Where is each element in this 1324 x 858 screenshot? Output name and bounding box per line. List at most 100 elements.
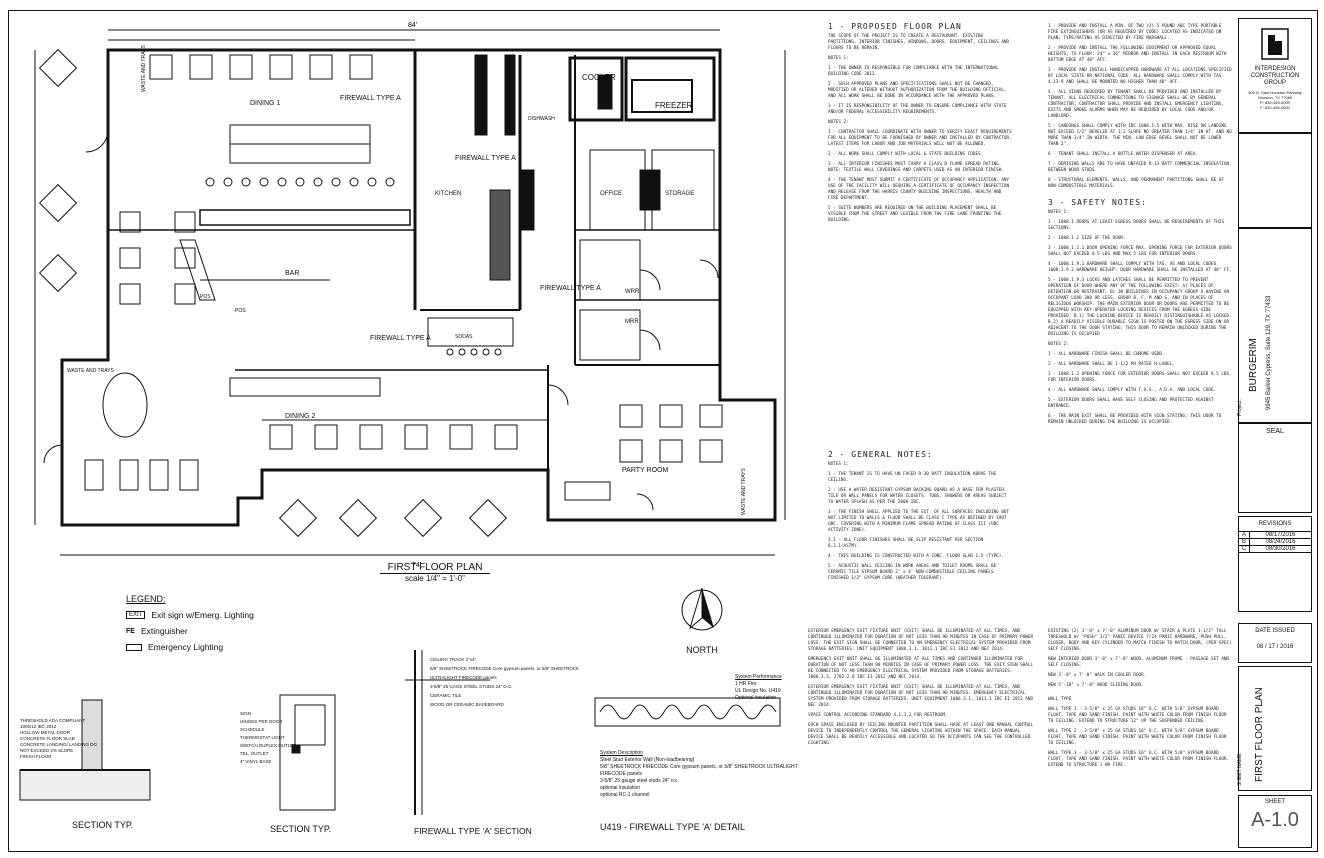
system-description: System Description Steel Stud Exterior W… xyxy=(600,750,800,799)
note: NOTES 1: xyxy=(1048,210,1069,215)
note: WALL TYPE 1 - 3-5/8" x 25 GA STUDS 16" O… xyxy=(1048,707,1227,724)
safety-notes-heading: 3 - SAFETY NOTES: xyxy=(1048,198,1147,207)
revisions-box: REVISIONS A 08/17/2016 B 08/24/2016 C 08… xyxy=(1238,516,1312,612)
proposed-floor-plan-heading: 1 - PROPOSED FLOOR PLAN xyxy=(828,22,962,31)
section-label-2: SECTION TYP. xyxy=(270,824,332,834)
firm-logo-icon xyxy=(1261,28,1289,60)
legend-text: Emergency Lighting xyxy=(148,642,224,652)
note: 5 - EXTERIOR DOORS SHALL HAVE SELF CLOSI… xyxy=(1048,398,1214,409)
fw-label: CERAMIC TILE xyxy=(430,693,462,698)
general-notes-heading: 2 - GENERAL NOTES: xyxy=(828,450,933,459)
room-office: OFFICE xyxy=(600,191,622,197)
note: 1 - 1008.1 DOORS AT LEAST EGRESS DOORS S… xyxy=(1048,220,1224,231)
sys-desc-line: Steel Stud Exterior Wall (Non-loadbearin… xyxy=(600,757,695,763)
s2-label: 4" VINYL BASE xyxy=(240,759,272,764)
project-name: BURGERIM xyxy=(1248,338,1259,392)
firewall-notes: CEILING TRACK 2"x4" 5/8" SHEETROCK FIREC… xyxy=(430,655,580,709)
note: EXISTING (2) 3'-0" x 7'-0" ALUMINUM DOOR… xyxy=(1048,629,1232,652)
note: 3 - PROVIDE AND INSTALL HANDICAPPED HARD… xyxy=(1048,68,1232,85)
room-mrr: MRR xyxy=(625,319,639,325)
note: SPACE CONTROL ACCORDING STANDARD 4.1.1.2… xyxy=(808,713,948,718)
dim-bottom: 74' xyxy=(412,562,421,569)
revision-row: C 08/30/2016 xyxy=(1239,545,1311,553)
seal-box: SEAL xyxy=(1238,423,1312,513)
revision-letter: C xyxy=(1239,546,1250,552)
emergency-light-icon xyxy=(126,643,142,651)
sheet-name-box: SHEET NAME FIRST FLOOR PLAN xyxy=(1237,666,1312,791)
firm-fax: F: 832-445-0000 xyxy=(1260,105,1290,110)
section2-notes: SIGN HINGES PER DOOR SCHEDULE THERMOSTAT… xyxy=(240,710,300,766)
note: 4 - THIS BUILDING IS CONSTRUCTED WITH A … xyxy=(828,554,1004,559)
u419-label: U419 - FIREWALL TYPE 'A' DETAIL xyxy=(600,822,745,832)
note: 2 - 1008.1.1 SIZE OF THE DOOR. xyxy=(1048,236,1126,241)
note: 4 - ALL HARDWARE SHALL COMPLY WITH T.A.S… xyxy=(1048,388,1217,393)
notes-column-1b: 2 - GENERAL NOTES: NOTES 1: 1 - THE TENA… xyxy=(828,450,1013,586)
note: 1 - CONTRACTOR SHALL COORDINATE WITH OWN… xyxy=(828,130,1012,147)
plan-scale: scale 1/4" = 1'-0" xyxy=(405,574,465,583)
note: THE SCOPE OF THE PROJECT IS TO CREATE A … xyxy=(828,34,1010,51)
firewall-label-4: FIREWALL TYPE A xyxy=(540,285,601,292)
section-label-1: SECTION TYP. xyxy=(72,820,134,830)
note: 4 - ALL SIGNS REQUIRED BY TENANT SHALL B… xyxy=(1048,90,1224,119)
note: EMERGENCY EXIT UNIT SHALL BE ILLUMINATED… xyxy=(808,657,1034,680)
note: 2 - ALL WORK SHALL COMPLY WITH LOCAL & S… xyxy=(828,152,984,157)
blank-box xyxy=(1238,133,1312,228)
note: NOTES 2: xyxy=(828,120,849,125)
revision-date: 08/30/2016 xyxy=(1265,546,1296,552)
exit-sign-icon: EXIT xyxy=(126,611,146,619)
sheet-number-box: SHEET A-1.0 xyxy=(1238,795,1312,848)
revision-date: 08/24/2016 xyxy=(1265,539,1296,545)
notes-column-2b: EXISTING (2) 3'-0" x 7'-0" ALUMINUM DOOR… xyxy=(1048,629,1233,773)
note: 5 - 1008.1.9.3 LOCKS AND LATCHES SHALL B… xyxy=(1048,278,1232,337)
note: WALL TYPE 3 - 3-5/8" x 25 GA STUDS 16" O… xyxy=(1048,751,1230,768)
firm-phone: P: 832-445-0000 xyxy=(1260,100,1290,105)
room-wrr: WRR xyxy=(625,289,640,295)
general-notes: 1 - PROPOSED FLOOR PLAN THE SCOPE OF THE… xyxy=(808,22,1232,824)
note: 2 - PROVIDE AND INSTALL THE FOLLOWING EQ… xyxy=(1048,46,1227,63)
notes-column-2: 1 - PROVIDE AND INSTALL A MIN. OF TWO (2… xyxy=(1048,24,1233,430)
note: 1 - THE TENANT IS TO HAVE UN FACED R-30 … xyxy=(828,472,997,483)
s2-label: THERMOSTAT LIGHT SWITCH DUPLEX OUTLET TE… xyxy=(240,735,296,756)
note: EXTERIOR EMERGENCY EXIT FIXTURE UNIT (EX… xyxy=(808,685,1034,708)
extinguisher-icon: FE xyxy=(126,627,135,635)
note: 1 - ALL HARDWARE FINISH SHALL BE CHROME … xyxy=(1048,352,1165,357)
firewall-label-3: FIREWALL TYPE A xyxy=(370,335,431,342)
note: 3 - IT IS RESPONSIBILITY OF THE OWNER TO… xyxy=(828,104,1007,115)
revision-row: B 08/24/2016 xyxy=(1239,538,1311,545)
project-address: 9945 Barker Cypress, Suite 129, TX 77433 xyxy=(1266,295,1272,410)
optional-insulation: Optional insulation xyxy=(735,695,777,701)
note: NOTES 1: xyxy=(828,462,849,467)
note: NEW INTERIOR DOOR 3'-0" x 7'-0" WOOD, AL… xyxy=(1048,657,1230,668)
sys-desc-line: optional insulation xyxy=(600,785,641,791)
fw-label: 3-5/8" 25 GAGE STEEL STUDS 24" O.C. xyxy=(430,684,513,689)
seal-label: SEAL xyxy=(1266,428,1284,435)
note: NOTES 2: xyxy=(1048,342,1069,347)
note: 3 - 1008.1.2 OPENING FORCE FOR EXTERIOR … xyxy=(1048,372,1230,383)
room-storage: STORAGE xyxy=(665,191,694,197)
s2-label: SIGN xyxy=(240,711,252,716)
note: 6 - TENANT SHALL INSTALL A BOTTLE WATER … xyxy=(1048,152,1199,157)
fw-label: CEILING TRACK 2"x4" xyxy=(430,657,477,662)
note: 1 - PROVIDE AND INSTALL A MIN. OF TWO (2… xyxy=(1048,24,1222,41)
section1-notes: THRESHOLD ADA COMPLIANT 1005/12 IBC 2012… xyxy=(20,718,100,760)
legend-text: Extinguisher xyxy=(140,626,188,636)
note: WALL TYPE 2 - 3-5/8" x 25 GA STUDS 16" O… xyxy=(1048,729,1227,746)
s1-label: CONCRETE FLOOR SLAB xyxy=(20,736,75,741)
firewall-section-label: FIREWALL TYPE 'A' SECTION xyxy=(414,826,532,836)
note: 6 - THE MAIN EXIT SHALL BE PROVIDED WITH… xyxy=(1048,414,1222,425)
sheet-name-label: SHEET NAME xyxy=(1237,753,1243,786)
note: NEW 5'-10" x 7'-0" WOOD SLIDING DOOR. xyxy=(1048,683,1144,688)
note: 5 - SUITE NUMBERS ARE REQUIRED ON THE BU… xyxy=(828,206,1002,223)
legend-item-fe: FE Extinguisher xyxy=(126,626,386,636)
room-pos1: POS xyxy=(200,294,211,300)
room-dishwash: DISHWASH xyxy=(528,116,555,122)
plan-title-block: FIRST FLOOR PLAN scale 1/4" = 1'-0" xyxy=(380,562,490,583)
legend: LEGEND: EXIT Exit sign w/Emerg. Lighting… xyxy=(126,594,386,664)
note: 4 - 1008.1.9.1 HARDWARE SHALL COMPLY WIT… xyxy=(1048,262,1232,273)
room-dining1: DINING 1 xyxy=(250,100,280,107)
room-bar: BAR xyxy=(285,270,299,277)
note: 2 - ALL HARDWARE SHALL BE 1-1/2 PH RATED… xyxy=(1048,362,1175,367)
fw-label: 5/8" SHEETROCK FIRECODE Core gypsum pane… xyxy=(430,666,579,680)
room-freezer: FREEZER xyxy=(655,101,693,110)
sys-desc-line: 5/8" SHEETROCK FIRECODE Core gypsum pane… xyxy=(600,764,798,777)
